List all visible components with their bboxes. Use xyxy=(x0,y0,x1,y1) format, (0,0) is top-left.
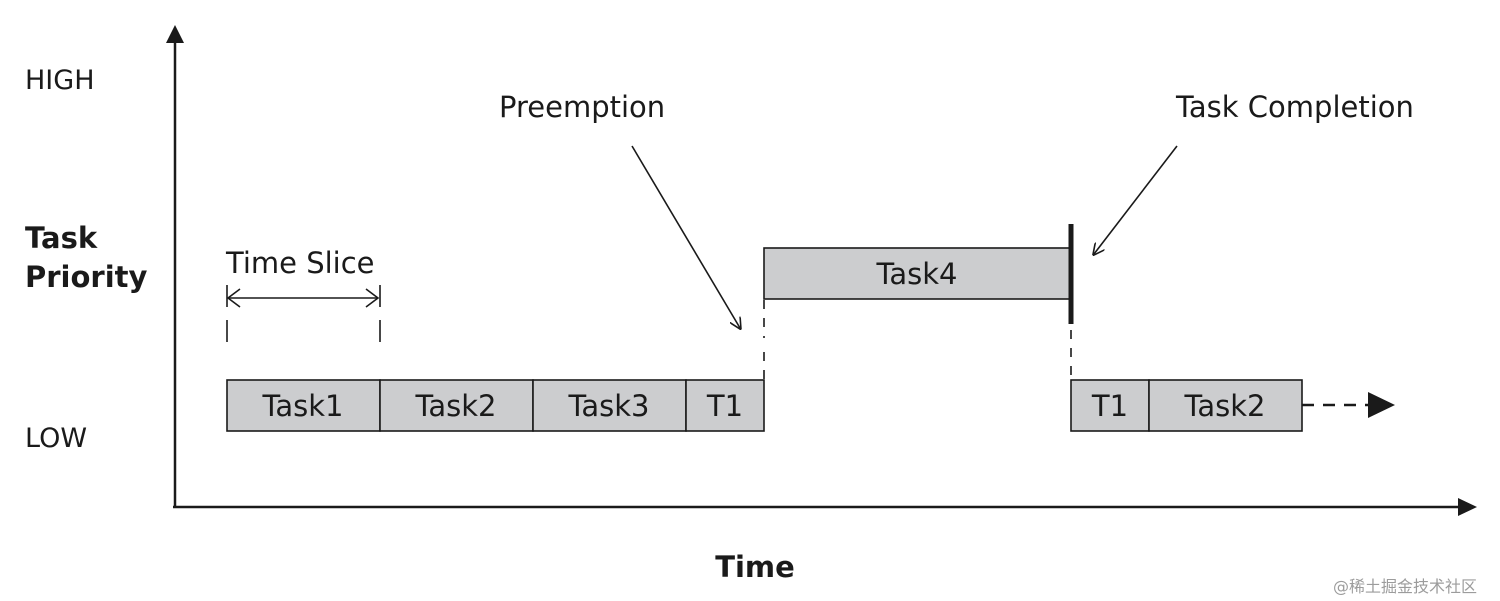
preemption-pointer-arrow xyxy=(631,145,740,328)
x-title: Time xyxy=(715,550,795,584)
task-block xyxy=(763,247,1072,300)
task-block-label: Task2 xyxy=(414,389,496,423)
x-axis-arrowhead xyxy=(1458,498,1477,516)
y-low-label: LOW xyxy=(25,423,87,454)
task-block xyxy=(685,379,765,432)
time-slice-arrowhead-right xyxy=(365,288,380,308)
preemption-label: Preemption xyxy=(499,90,665,124)
high-row: Task4 xyxy=(763,224,1074,324)
completion-label: Task Completion xyxy=(1175,90,1414,124)
time-slice-indicator: Time Slice xyxy=(225,246,381,342)
y-title-line1: Task xyxy=(25,221,98,255)
time-slice-arrowhead-left xyxy=(226,288,241,308)
task-block-label: T1 xyxy=(1091,389,1128,423)
y-axis-arrowhead xyxy=(166,25,184,43)
low-row-after: T1 Task2 xyxy=(1070,379,1395,432)
task-block-label: Task2 xyxy=(1183,389,1265,423)
task-block-label: Task1 xyxy=(261,389,343,423)
task-block xyxy=(226,379,381,432)
y-title-line2: Priority xyxy=(25,260,148,294)
completion-pointer-arrow xyxy=(1094,145,1178,254)
task-block-label: T1 xyxy=(706,389,743,423)
task-block-label: Task4 xyxy=(875,257,957,291)
task-block xyxy=(1070,379,1150,432)
time-slice-label: Time Slice xyxy=(225,246,375,280)
axes xyxy=(166,25,1477,516)
y-high-label: HIGH xyxy=(25,65,95,96)
watermark-text: @稀土掘金技术社区 xyxy=(1333,577,1478,596)
low-row-first: Task1 Task2 Task3 T1 xyxy=(226,379,765,432)
task-block xyxy=(379,379,534,432)
task-block-label: Task3 xyxy=(567,389,649,423)
task-block xyxy=(1148,379,1303,432)
continuation-arrowhead xyxy=(1368,392,1395,418)
